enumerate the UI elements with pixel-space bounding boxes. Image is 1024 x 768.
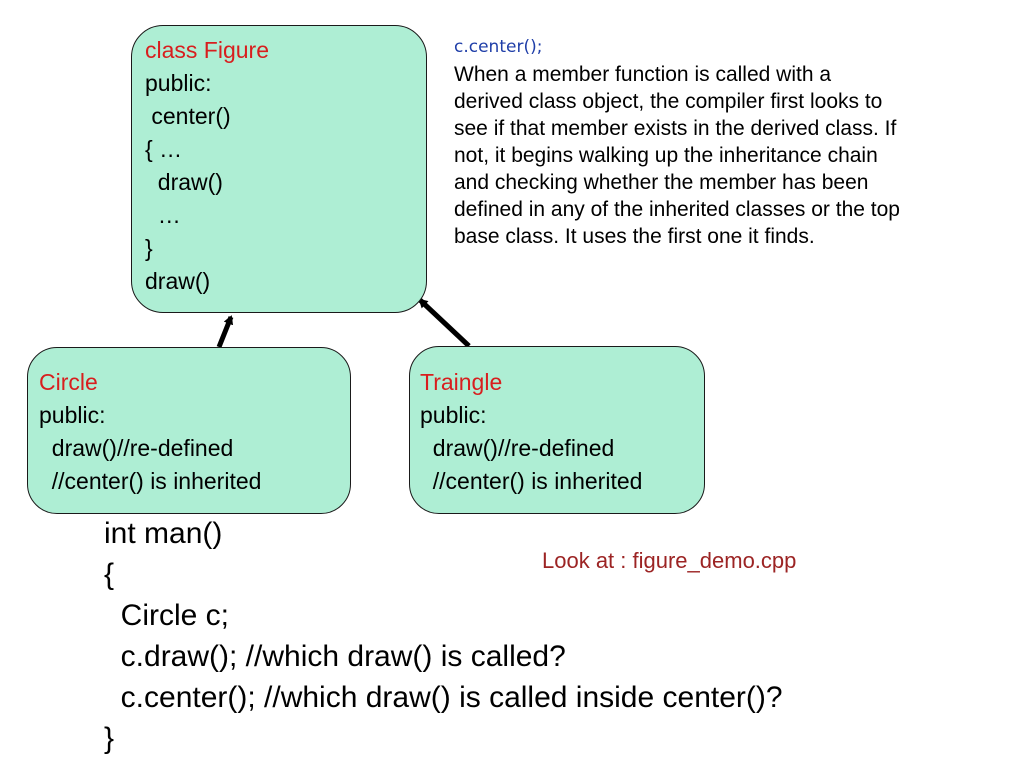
circle-to-figure-arrow xyxy=(216,315,234,348)
note-line: see if that member exists in the derived… xyxy=(454,117,897,140)
figure-class-box: class Figure public: center() { … draw()… xyxy=(131,25,427,313)
traingle-class-line: public: xyxy=(420,402,487,428)
figure-class-line: { … xyxy=(145,136,183,162)
traingle-class-line: //center() is inherited xyxy=(420,468,643,494)
code-line: c.draw(); //which draw() is called? xyxy=(104,640,566,673)
traingle-class-box: Traingle public: draw()//re-defined //ce… xyxy=(409,346,705,514)
traingle-class-title: Traingle xyxy=(420,369,503,395)
figure-class-line: center() xyxy=(145,103,231,129)
note-line: not, it begins walking up the inheritanc… xyxy=(454,144,878,167)
circle-class-title: Circle xyxy=(39,369,98,395)
figure-class-line: } xyxy=(145,235,153,261)
code-line: c.center(); //which draw() is called ins… xyxy=(104,681,783,714)
circle-class-line: draw()//re-defined xyxy=(39,435,234,461)
code-line: Circle c; xyxy=(104,599,230,632)
circle-class-line: public: xyxy=(39,402,106,428)
figure-class-line: … xyxy=(145,202,181,228)
note-line: base class. It uses the first one it fin… xyxy=(454,225,815,248)
note-line: derived class object, the compiler first… xyxy=(454,90,883,113)
note-title: c.center(); xyxy=(454,37,543,57)
note-line: When a member function is called with a xyxy=(454,63,832,86)
code-line: { xyxy=(104,558,115,591)
circle-class-line: //center() is inherited xyxy=(39,468,262,494)
figure-class-line: draw() xyxy=(145,268,211,294)
figure-class-line: draw() xyxy=(145,169,223,195)
demo-file-reference: Look at : figure_demo.cpp xyxy=(542,548,797,573)
figure-class-line: public: xyxy=(145,70,212,96)
code-line: int man() xyxy=(104,517,223,550)
code-sample: int man() { Circle c; c.draw(); //which … xyxy=(104,513,783,759)
traingle-class-line: draw()//re-defined xyxy=(420,435,615,461)
figure-class-title: class Figure xyxy=(145,37,269,63)
circle-class-box: Circle public: draw()//re-defined //cent… xyxy=(27,347,351,514)
code-line: } xyxy=(104,722,115,755)
traingle-to-figure-arrow xyxy=(418,298,471,348)
note-line: and checking whether the member has been xyxy=(454,171,869,194)
note-line: defined in any of the inherited classes … xyxy=(454,198,900,221)
explanation-note: c.center(); When a member function is ca… xyxy=(454,34,1014,250)
